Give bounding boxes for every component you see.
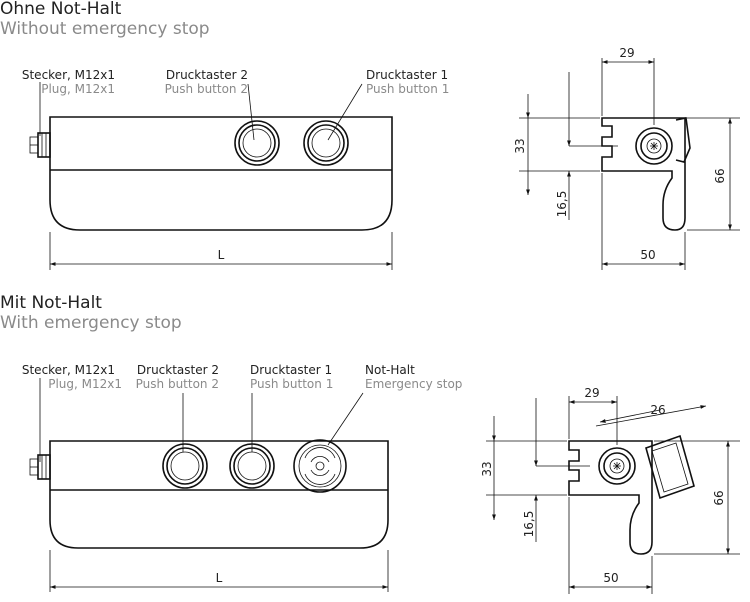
housing-side-view-2 [536,434,695,555]
push-button-2 [234,120,280,166]
dim-height-lower-1: 16,5 [555,191,569,218]
dim-height-upper-1: 33 [513,138,527,153]
dim-length-2: L [216,571,223,585]
dim-top-width-1: 29 [619,46,634,60]
label-plug-de: Stecker, M12x1 [22,68,115,82]
label-push-button-2-en: Push button 2 [165,82,248,96]
push-button-1-b [229,443,275,489]
label-emergency-stop-de: Not-Halt [365,363,415,377]
section-with-emergency-stop: Mit Not-Halt With emergency stop Stecker… [0,293,740,594]
dim-bottom-width-2: 50 [603,571,618,585]
dim-total-height-2: 66 [712,490,726,505]
dim-height-upper-2: 33 [480,461,494,476]
label-push-button-2-en-2: Push button 2 [136,377,219,391]
leader-push-button-2 [247,83,255,141]
push-button-1 [303,120,349,166]
dim-button-depth: 26 [650,403,665,417]
housing-front-view [29,116,393,231]
push-button-2-b [162,443,208,489]
label-push-button-2-de: Drucktaster 2 [166,68,248,82]
dim-total-height-1: 66 [713,168,727,183]
housing-side-view [569,117,691,231]
label-push-button-1-en: Push button 1 [366,82,449,96]
section-1-title-en: Without emergency stop [0,19,210,39]
leader-emergency-stop [327,392,364,446]
section-without-emergency-stop: Ohne Not-Halt Without emergency stop Ste… [0,0,740,270]
label-push-button-1-en-2: Push button 1 [250,377,333,391]
section-2-title-de: Mit Not-Halt [0,293,102,313]
dim-bottom-width-1: 50 [640,248,655,262]
label-push-button-2-de-2: Drucktaster 2 [137,363,219,377]
section-2-title-en: With emergency stop [0,313,182,333]
dim-length-1: L [218,248,225,262]
label-emergency-stop-en: Emergency stop [365,377,462,391]
emergency-stop-button [293,439,347,493]
dim-height-lower-2: 16,5 [522,511,536,538]
leader-push-button-1 [327,83,363,141]
dim-top-width-2: 29 [584,386,599,400]
label-push-button-1-de-2: Drucktaster 1 [250,363,332,377]
label-plug-en: Plug, M12x1 [41,82,115,96]
section-1-title-de: Ohne Not-Halt [0,0,122,19]
label-plug-en-2: Plug, M12x1 [48,377,122,391]
label-plug-de-2: Stecker, M12x1 [22,363,115,377]
housing-front-view-2 [29,439,389,549]
label-push-button-1-de: Drucktaster 1 [366,68,448,82]
